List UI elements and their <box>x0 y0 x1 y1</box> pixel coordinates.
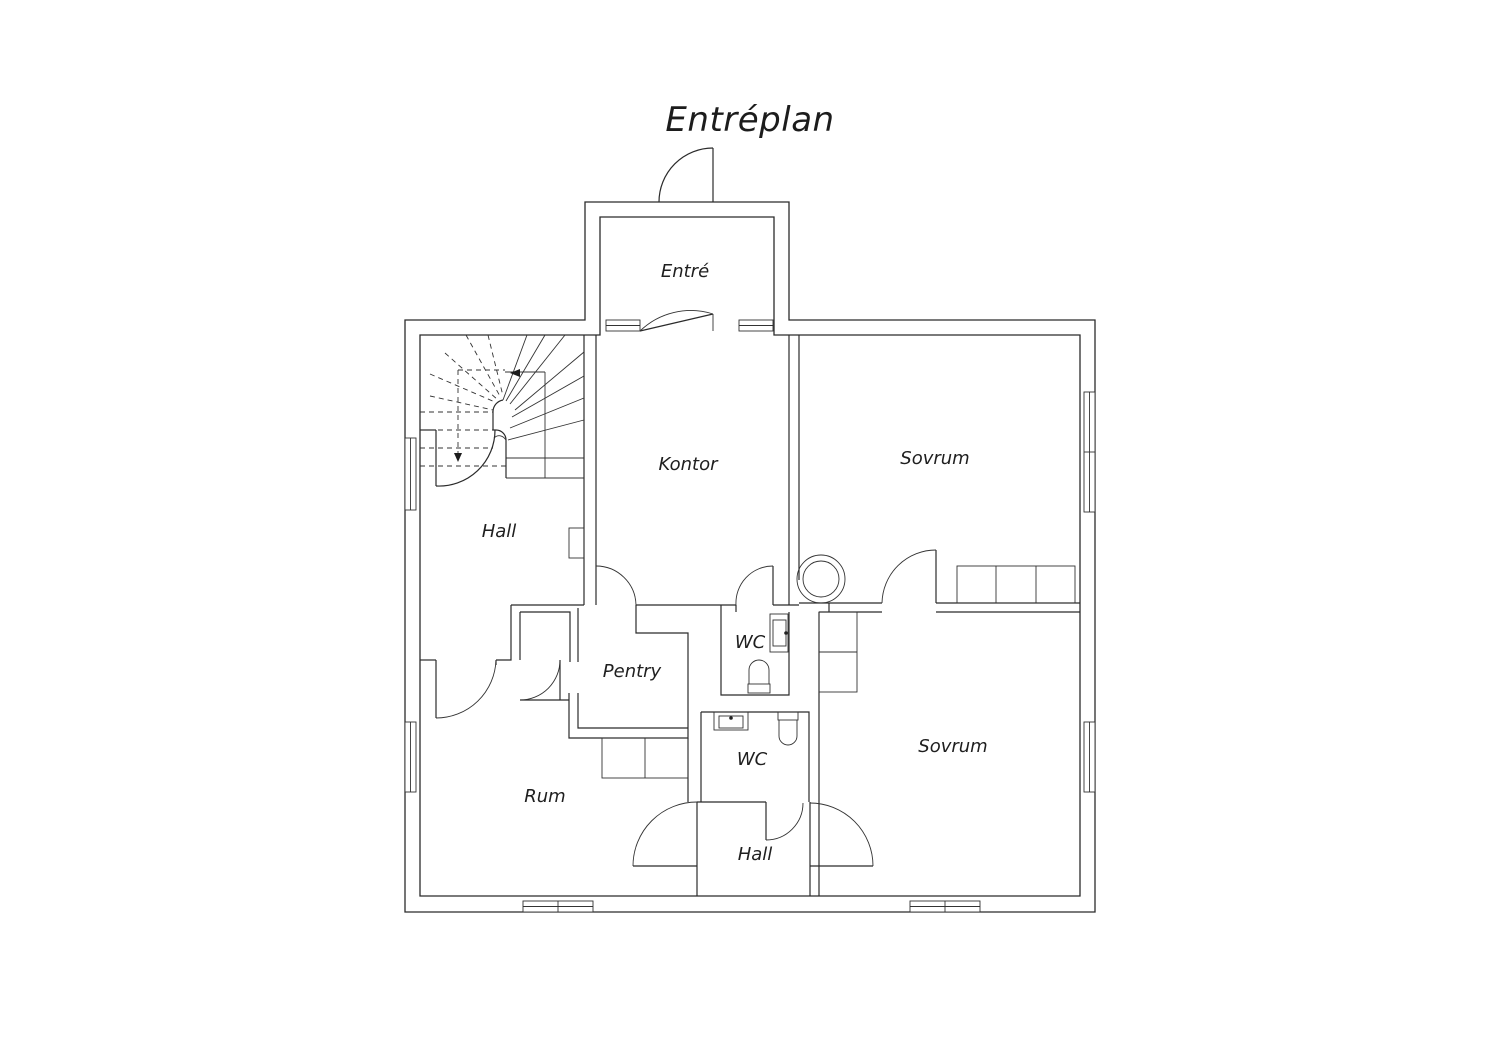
interior-doors <box>435 310 937 867</box>
stair-arrow-up-icon <box>510 369 520 377</box>
hall-block-icon <box>568 527 585 559</box>
sink-icon <box>769 613 789 653</box>
staircase-icon <box>420 334 585 487</box>
room-label-sovrum-upper: Sovrum <box>900 448 969 469</box>
interior-walls <box>420 313 1080 896</box>
room-label-hall-lower: Hall <box>738 844 773 865</box>
windows <box>404 319 1096 913</box>
wardrobe-icon <box>956 565 1076 604</box>
stair-arrow-down-icon <box>454 453 462 462</box>
room-label-sovrum-lower: Sovrum <box>918 736 987 757</box>
sink-lower-icon <box>713 711 749 731</box>
fixtures <box>568 527 1076 779</box>
room-label-pentry: Pentry <box>603 661 662 682</box>
room-label-wc-lower: WC <box>737 749 768 770</box>
room-label-hall-upper: Hall <box>482 521 517 542</box>
toilet-lower-icon <box>777 711 799 746</box>
toilet-icon <box>747 659 771 694</box>
room-label-wc-upper: WC <box>735 632 766 653</box>
plan-title: Entréplan <box>665 100 835 140</box>
front-door-icon <box>658 147 714 203</box>
room-label-entre: Entré <box>661 261 709 282</box>
room-label-kontor: Kontor <box>658 454 719 475</box>
circular-fixture-icon <box>796 554 846 604</box>
room-label-rum: Rum <box>524 786 565 807</box>
outer-walls <box>404 201 1096 913</box>
room-labels: Entré Kontor Sovrum Hall Pentry WC WC So… <box>482 261 988 865</box>
